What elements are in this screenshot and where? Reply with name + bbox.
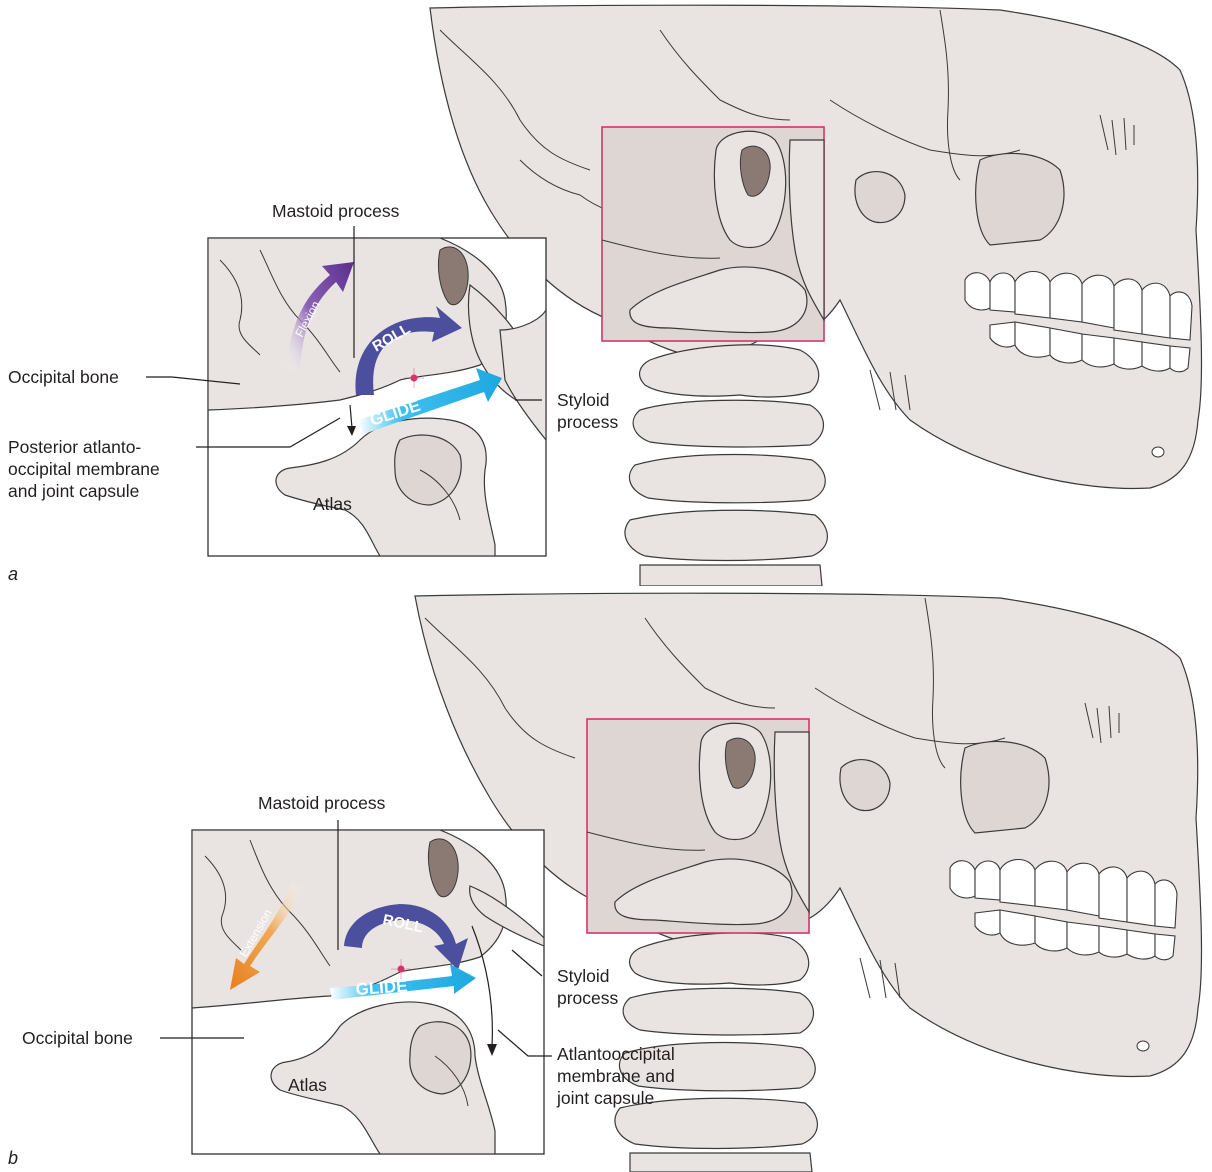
occipital-label-a: Occipital bone	[8, 366, 119, 388]
panel-b: Extension ROLL GLIDE Mastoid process Occ…	[0, 586, 1212, 1172]
glide-label-b: GLIDE	[355, 976, 408, 999]
mastoid-label-b: Mastoid process	[258, 792, 385, 814]
styloid-line-2-a: process	[557, 411, 618, 433]
posterior-membrane-label: Posterior atlanto- occipital membrane an…	[8, 436, 160, 502]
inset-a: Flexion ROLL GLIDE	[208, 238, 546, 556]
posterior-membrane-line-2: occipital membrane	[8, 458, 160, 480]
panel-letter-b: b	[8, 1148, 18, 1169]
panel-a-illustration: Flexion ROLL GLIDE	[0, 0, 1212, 586]
atlas-label-b: Atlas	[288, 1074, 327, 1096]
posterior-membrane-line-1: Posterior atlanto-	[8, 436, 160, 458]
cervical-spine	[625, 345, 827, 586]
styloid-line-2-b: process	[557, 987, 618, 1009]
highlight-box-a	[602, 127, 824, 341]
posterior-membrane-line-3: and joint capsule	[8, 480, 160, 502]
mastoid-label-a: Mastoid process	[272, 200, 399, 222]
occipital-label-b: Occipital bone	[22, 1027, 133, 1049]
membrane-line-1-b: Atlantooccipital	[557, 1043, 675, 1065]
panel-a: Flexion ROLL GLIDE Mastoid process Occip…	[0, 0, 1212, 586]
membrane-label-b: Atlantooccipital membrane and joint caps…	[557, 1043, 675, 1109]
styloid-label-b: Styloid process	[557, 965, 618, 1009]
inset-b: Extension ROLL GLIDE	[192, 830, 544, 1154]
membrane-line-2-b: membrane and	[557, 1065, 675, 1087]
atlas-label-a: Atlas	[313, 493, 352, 515]
panel-letter-a: a	[8, 564, 18, 585]
styloid-label-a: Styloid process	[557, 389, 618, 433]
membrane-line-3-b: joint capsule	[557, 1087, 675, 1109]
styloid-line-1-b: Styloid	[557, 965, 618, 987]
highlight-box-b	[587, 719, 809, 933]
styloid-line-1-a: Styloid	[557, 389, 618, 411]
